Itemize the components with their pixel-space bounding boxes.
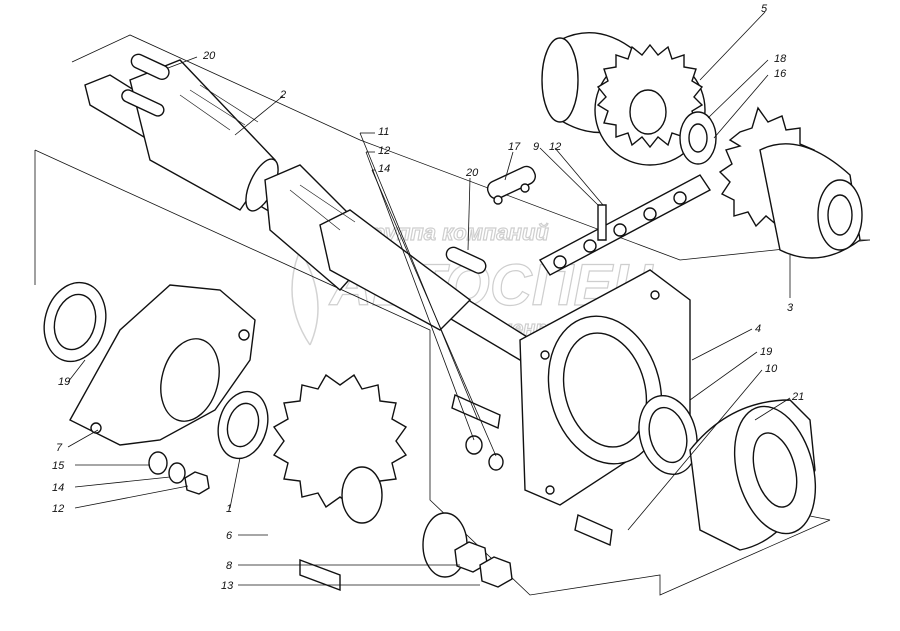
callout-12-c: 12	[52, 503, 64, 515]
callout-18: 18	[774, 53, 787, 65]
callout-14-b: 14	[52, 482, 64, 494]
chain-link-part-17	[486, 165, 536, 205]
callout-20-mid: 20	[465, 167, 479, 179]
sprocket-part-3	[718, 106, 863, 259]
fasteners	[148, 394, 513, 588]
callout-13: 13	[221, 580, 234, 592]
callout-5: 5	[761, 3, 768, 15]
washer-part-14-mid	[488, 453, 504, 471]
chain-part-9	[538, 174, 712, 276]
seal-part-19-left	[43, 281, 107, 363]
callout-10: 10	[765, 363, 778, 375]
bolt-part-10	[574, 514, 613, 547]
callout-17: 17	[508, 141, 521, 153]
callout-2: 2	[279, 89, 286, 101]
nut-part-8b	[479, 556, 513, 588]
callout-4: 4	[755, 323, 761, 335]
callout-20-top: 20	[202, 50, 216, 62]
callout-12-b: 12	[549, 141, 561, 153]
key-part-20-mid	[445, 246, 487, 274]
callout-6: 6	[226, 530, 233, 542]
seal-part-19-right	[638, 394, 698, 476]
callout-7: 7	[56, 442, 63, 454]
callout-labels: 20 2 11 12 14 20 17 9 12 5 18 16 3 4 19 …	[52, 3, 804, 592]
bolt-part-11	[451, 394, 501, 430]
callout-1: 1	[226, 503, 232, 515]
callout-11: 11	[378, 126, 389, 138]
callout-12-a: 12	[378, 145, 390, 157]
bearing-part-18-bore	[688, 123, 708, 153]
callout-9: 9	[533, 141, 539, 153]
washer-part-14	[168, 462, 186, 484]
callout-3: 3	[787, 302, 794, 314]
washer-part-1-bore	[226, 402, 260, 448]
nut-part-12	[184, 471, 210, 495]
callout-14-a: 14	[378, 163, 390, 175]
callout-15: 15	[52, 460, 65, 472]
shaft-part-2	[84, 59, 542, 361]
callout-8: 8	[226, 560, 233, 572]
sprocket-part-6	[272, 373, 408, 592]
leader-lines	[67, 11, 791, 586]
callout-16: 16	[774, 68, 787, 80]
flange-housing-part-7	[69, 284, 256, 446]
chain-pin-part-12	[597, 204, 607, 241]
key-part-20-top	[130, 53, 170, 80]
sprocket-part-5	[541, 32, 706, 166]
callout-19-left: 19	[58, 376, 70, 388]
nut-part-12-mid	[465, 435, 483, 455]
bearing-part-21	[689, 399, 817, 551]
callout-19-right: 19	[760, 346, 772, 358]
washer-part-15	[148, 451, 168, 475]
callout-21: 21	[791, 391, 804, 403]
